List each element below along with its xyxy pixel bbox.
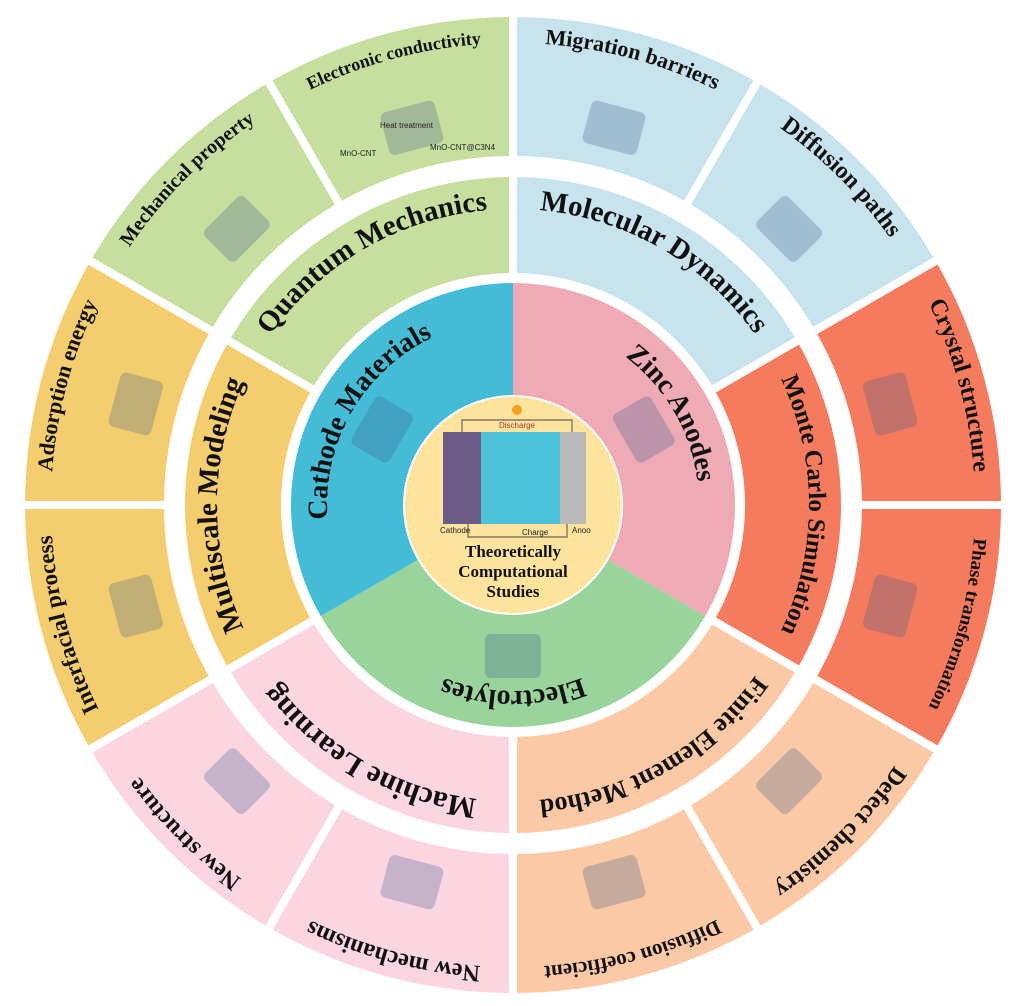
illustration-figure: [612, 396, 675, 463]
anode-plate: [560, 432, 586, 524]
illustration-figure: [582, 100, 646, 155]
illustration-figure: [756, 748, 822, 814]
illustration-figure: [351, 396, 414, 463]
segment-background: [320, 560, 706, 727]
anode-label: Anoo: [572, 526, 591, 535]
illustration-figure: [380, 855, 444, 910]
segment-crystal-structure: Crystal structure: [806, 253, 1010, 509]
charge-wire: [467, 524, 568, 538]
illustration-figure: [380, 100, 444, 155]
segment-multiscale-modeling: Multiscale Modeling: [177, 333, 322, 677]
illustration-figure: [582, 855, 646, 910]
illustration-figure: [108, 372, 163, 436]
discharge-wire: [461, 419, 573, 432]
segment-electronic-conductivity: Electronic conductivityMnO-CNTMnO-CNT@C3…: [261, 8, 517, 212]
segment-background: [261, 8, 517, 212]
discharge-label: Discharge: [499, 421, 536, 430]
caption-mno-cnt: MnO-CNT: [340, 149, 377, 158]
segment-electrolytes: Electrolytes: [320, 560, 706, 727]
illustration-figure: [863, 574, 918, 638]
cathode-label: Cathode: [440, 526, 471, 535]
segment-monte-carlo-simulation: Monte Carlo Simulation: [704, 333, 849, 677]
segment-background: [220, 168, 517, 397]
charge-label: Charge: [522, 528, 549, 537]
segment-zinc-anodes: Zinc Anodes: [513, 283, 735, 616]
illustration-figure: [204, 748, 270, 814]
center-title-line-2: Computational: [458, 562, 568, 581]
segment-background: [513, 283, 735, 616]
illustration-figure: [756, 196, 822, 262]
cathode-plate: [443, 432, 481, 524]
illustration-figure: [204, 196, 270, 262]
center-title-line-3: Studies: [487, 582, 540, 601]
segment-new-structure: New structure: [81, 672, 346, 937]
segment-background: [291, 283, 513, 616]
illustration-figure: [108, 574, 163, 638]
bulb-icon: [512, 405, 522, 415]
caption-heat-treatment: Heat treatment: [380, 121, 434, 130]
caption-mno-cnt-c3n4: MnO-CNT@C3N4: [430, 143, 496, 152]
illustration-figure: [485, 634, 541, 678]
segment-cathode-materials: Cathode Materials: [291, 283, 513, 616]
center-title-line-1: Theoretically: [465, 542, 561, 561]
battery-illustration: Discharge Charge Cathode Anoo: [440, 405, 591, 538]
center-circle: Discharge Charge Cathode Anoo Theoretica…: [405, 397, 621, 613]
illustration-figure: [863, 372, 918, 436]
